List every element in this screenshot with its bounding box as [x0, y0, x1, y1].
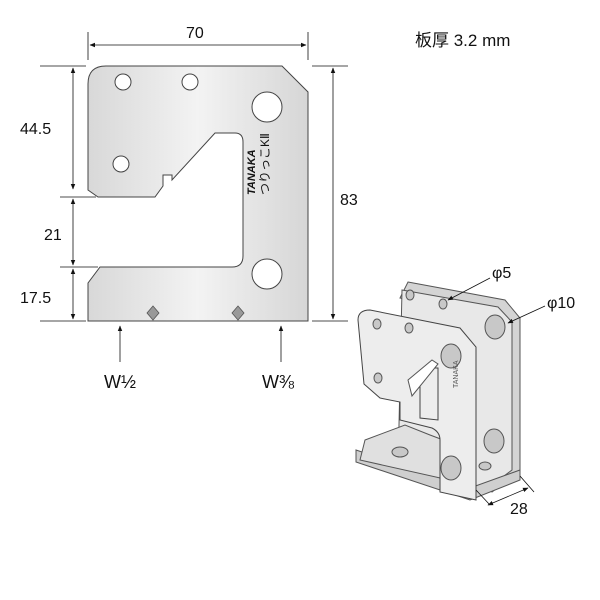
brand-logo: TANAKA: [246, 149, 258, 195]
width-dimension: 70: [186, 25, 204, 42]
height-dimension: 83: [340, 192, 358, 209]
plate-holes: [112, 73, 283, 290]
bottom-section-dimension: 17.5: [20, 290, 51, 307]
callout-lines: [447, 277, 546, 506]
brand-logo-3d: TANAKA: [453, 360, 460, 388]
slot-dimension: 21: [44, 227, 62, 244]
marker-right-label: W⅜: [262, 372, 295, 392]
plate-outline: [87, 65, 309, 322]
thickness-spec: 板厚 3.2 mm: [415, 31, 510, 50]
bracket-3d-view: TANAKA: [355, 281, 521, 501]
dimension-lines: [40, 32, 348, 362]
marker-left-label: W½: [104, 372, 136, 392]
depth-dimension: 28: [510, 501, 528, 518]
product-name: つりっこKⅡ: [258, 133, 272, 195]
large-hole-label: φ10: [547, 295, 575, 312]
small-hole-label: φ5: [492, 265, 511, 282]
top-section-dimension: 44.5: [20, 121, 51, 138]
marker-diamond-icon: [146, 305, 245, 321]
